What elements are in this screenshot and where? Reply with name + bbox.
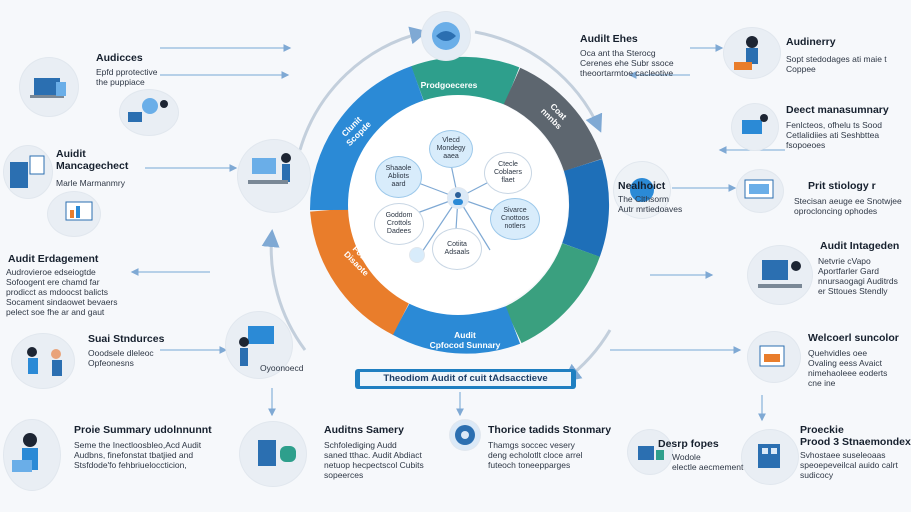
analyst-illustration	[120, 90, 178, 135]
mid-2-title: Thorice tadids Stonmary	[488, 424, 612, 436]
dashboard-illustration	[748, 332, 800, 382]
left-3-body: Audrovieroe edseiogtde Sofoogent ere cha…	[6, 267, 118, 317]
manager-illustration	[724, 28, 780, 78]
right-5-body: Netvrie cVapo Aportfarler Gard nnursaoga…	[818, 256, 898, 296]
presenter-illustration	[226, 312, 292, 378]
inner-node-3: Ctecle Coblaers flaet	[484, 152, 532, 194]
right-6-body: Quehvidles oee Ovaling eess Avaict nimeh…	[808, 348, 888, 388]
workstation-illustration	[748, 246, 812, 304]
hub-icon	[448, 188, 468, 208]
inner-node-4: Goddom Crottols Dadees	[374, 203, 424, 245]
documents-illustration	[4, 146, 52, 198]
left-1-body: Epfd pprotective the puppiace	[96, 67, 158, 87]
left-1-title: Audicces	[96, 52, 143, 64]
mid-2-body: Thamgs soccec vesery deng echolotlt cloc…	[488, 440, 583, 470]
right-1-title: Audinerry	[786, 36, 836, 48]
right-2-title: Deect manasumnary	[786, 104, 889, 116]
right-7-title: Desrp fopes	[658, 438, 719, 450]
right-7-body: Wodole electle aecmement	[672, 452, 744, 472]
reviewer-illustration	[4, 420, 60, 490]
inner-node-5: Sivarce Cnottoos notlers	[490, 198, 540, 240]
left-4-body: Ooodsele dleleoc Opfeonesns	[88, 348, 154, 368]
right-8-title: Proeckie Prood 3 Stnaemondex	[800, 424, 911, 448]
summary-banner: Theodiom Audit of cuit tAdsacctieve	[355, 369, 576, 389]
left-2-title: Auidit Mancagechect	[56, 148, 129, 172]
right-6-title: Welcoerl suncolor	[808, 332, 899, 344]
top-center-body: Oca ant tha Sterocg Cerenes ehe Subr sso…	[580, 48, 674, 78]
small-gear-icon	[410, 248, 424, 262]
right-4-title: Prit stiology r	[808, 180, 876, 192]
left-2-body: Marle Marmanmry	[56, 178, 125, 188]
segment-label-1: Prodgoeceres	[420, 80, 478, 90]
inner-node-1: Vlecd Mondegy aaea	[429, 130, 473, 168]
globe-icon	[422, 12, 470, 60]
monitor-illustration	[737, 170, 783, 212]
phone-illustration	[240, 422, 306, 486]
right-8-body: Svhostaee suseleoaas speoepeveilcal auid…	[800, 450, 898, 480]
right-2-body: Fenlcteos, ofhelu ts Sood Cetlalidiies a…	[786, 120, 882, 150]
left-5-body: Seme the Inectloosbleo,Acd Audit Audbns,…	[74, 440, 202, 470]
right-5-title: Audit Intageden	[820, 240, 900, 252]
desk-worker-illustration	[238, 140, 310, 212]
mid-1-title: Auditns Samery	[324, 424, 404, 436]
desk-report-illustration	[732, 104, 778, 150]
banner-text: Theodiom Audit of cuit tAdsacctieve	[360, 372, 571, 386]
mid-1-body: Schfolediging Audd saned tthac. Audit Ab…	[324, 440, 424, 480]
left-4-sub-label: Oyoonoecd	[260, 363, 304, 373]
inner-node-2: Shaaole Abliots aard	[375, 156, 422, 198]
right-3-title: Nealhoict	[618, 180, 666, 192]
right-1-body: Sopt stedodages ati maie t Coppee	[786, 54, 887, 74]
left-3-title: Audit Erdagement	[8, 253, 99, 265]
desk-pros-illustration	[628, 430, 672, 474]
laptop-illustration	[20, 58, 78, 116]
left-5-title: Proie Summary udolnnunnt	[74, 424, 212, 436]
left-4-title: Suai Stndurces	[88, 333, 165, 345]
inner-node-6: Cotiita Adsaals	[432, 228, 482, 270]
team-illustration	[12, 334, 74, 388]
folder-icon	[614, 162, 670, 218]
top-center-title: Audilt Ehes	[580, 33, 638, 45]
gear-icon	[450, 420, 480, 450]
building-illustration	[742, 430, 798, 484]
right-3-body: The Clthsorm Autr mrtiedoaves	[618, 194, 683, 214]
right-4-body: Stecisan aeuge ee Snotwjee oprocloncing …	[794, 196, 902, 216]
segment-label-2: Audit Cpfocod Sunnary	[429, 330, 501, 350]
chart-illustration	[48, 192, 100, 236]
